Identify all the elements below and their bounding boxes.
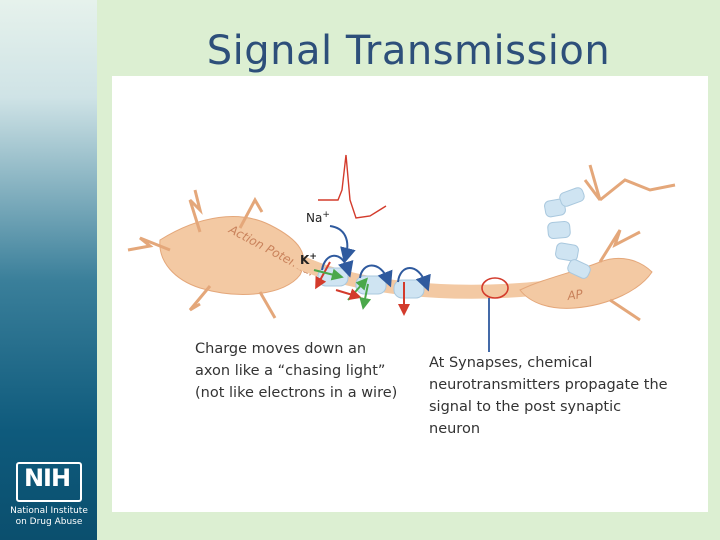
postsynaptic-myelin [544, 186, 592, 280]
ap-label: AP [565, 287, 584, 303]
nih-name-line1: National Institute [8, 506, 90, 517]
myelin-sheath [318, 268, 424, 298]
axon-caption: Charge moves down an axon like a “chasin… [195, 338, 405, 404]
postsynaptic-neuron [520, 165, 675, 320]
synapse-caption: At Synapses, chemical neurotransmitters … [429, 352, 669, 440]
nih-logo: NIH National Institute on Drug Abuse [8, 462, 90, 532]
potassium-ion-label: K+ [300, 252, 317, 267]
nih-logo-name: National Institute on Drug Abuse [8, 506, 90, 528]
sodium-ion-label: Na+ [306, 210, 330, 225]
nih-name-line2: on Drug Abuse [8, 517, 90, 528]
action-potential-spike [318, 155, 386, 218]
nih-logo-letters: NIH [16, 464, 78, 492]
